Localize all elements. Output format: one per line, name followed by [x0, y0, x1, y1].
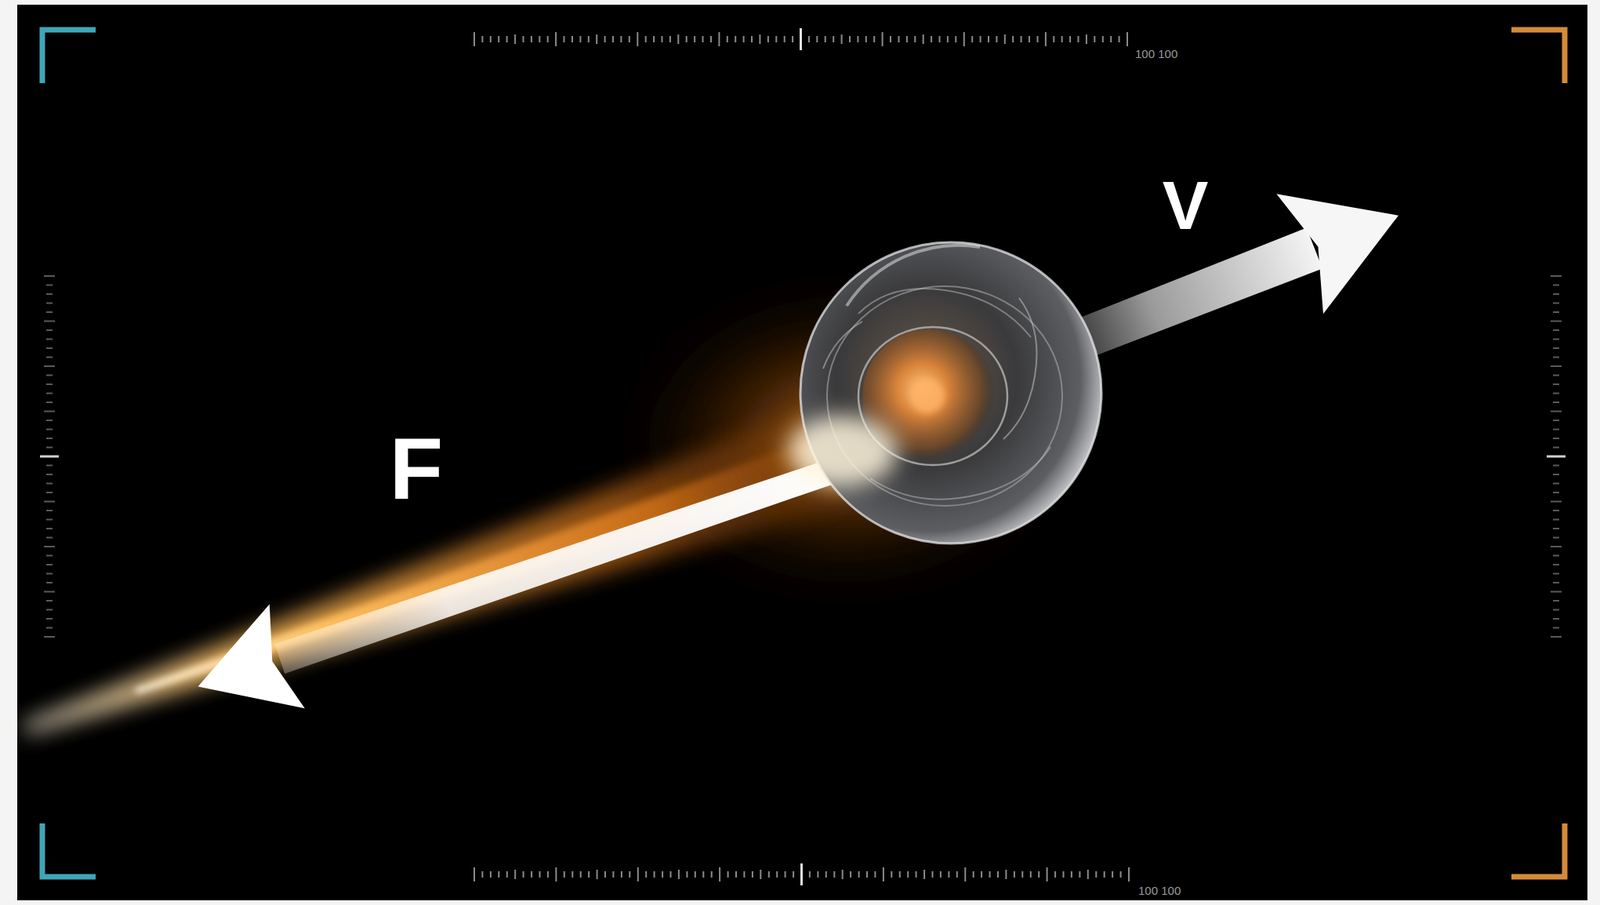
ruler-scale-label: 100 100 — [1135, 47, 1178, 60]
force-label: F — [389, 424, 443, 513]
force-arrow — [180, 417, 854, 739]
ruler-center-mark — [799, 28, 802, 51]
side-center-mark — [39, 455, 59, 458]
corner-bracket — [42, 29, 96, 84]
corner-bracket — [42, 823, 96, 877]
side-center-mark — [1546, 455, 1566, 458]
glow-core — [787, 415, 898, 487]
ruler-scale-label: 100 100 — [1138, 884, 1181, 897]
glow-trail — [7, 387, 897, 781]
velocity-label: V — [1162, 170, 1209, 240]
ruler-ticks — [39, 28, 1566, 886]
cell-sphere — [800, 242, 1102, 544]
ruler-center-mark — [800, 863, 803, 886]
corner-bracket — [1511, 29, 1565, 84]
corner-bracket — [1511, 823, 1565, 877]
